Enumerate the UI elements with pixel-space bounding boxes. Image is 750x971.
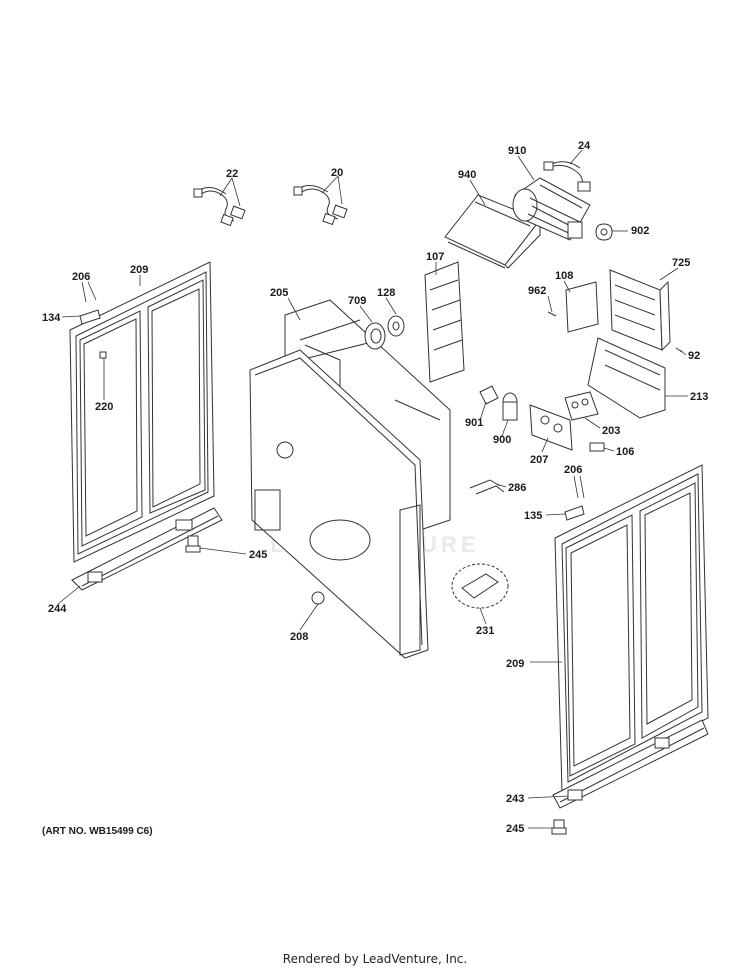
capacitor-901 xyxy=(479,385,499,405)
label-209-right: 209 xyxy=(506,658,524,670)
label-910: 910 xyxy=(508,145,526,157)
label-206-right: 206 xyxy=(564,464,582,476)
label-900: 900 xyxy=(493,434,511,446)
label-206-left: 206 xyxy=(72,271,90,283)
clips-286 xyxy=(469,479,505,495)
label-725: 725 xyxy=(672,257,690,269)
convection-fan-910 xyxy=(512,177,591,241)
label-962: 962 xyxy=(528,285,546,297)
label-205: 205 xyxy=(270,287,288,299)
bracket-207 xyxy=(529,404,573,451)
label-245-bottom: 245 xyxy=(506,823,524,835)
capacitor-900 xyxy=(502,392,518,421)
label-22: 22 xyxy=(226,168,238,180)
leader-lines xyxy=(57,149,688,829)
label-108: 108 xyxy=(555,270,573,282)
label-203: 203 xyxy=(602,425,620,437)
washer-128 xyxy=(387,315,405,337)
label-209-left: 209 xyxy=(130,264,148,276)
label-20: 20 xyxy=(331,167,343,179)
label-902: 902 xyxy=(631,225,649,237)
label-134: 134 xyxy=(42,312,61,324)
label-220: 220 xyxy=(95,401,113,413)
label-207: 207 xyxy=(530,454,548,466)
terminal-block-203 xyxy=(564,391,599,421)
footer-credit: Rendered by LeadVenture, Inc. xyxy=(282,952,468,966)
label-128: 128 xyxy=(377,287,395,299)
label-106: 106 xyxy=(616,446,634,458)
label-940: 940 xyxy=(458,169,476,181)
label-243: 243 xyxy=(506,793,524,805)
part-labels: 22 20 910 24 940 902 206 209 134 220 205… xyxy=(42,140,708,835)
thermostat-902 xyxy=(595,223,613,241)
rear-cover-208 xyxy=(249,349,429,659)
switch-106 xyxy=(589,442,605,452)
bracket-135 xyxy=(564,505,585,521)
wire-harness-20 xyxy=(293,185,348,226)
side-panel-left xyxy=(69,261,215,563)
label-244: 244 xyxy=(48,603,67,615)
bracket-134 xyxy=(79,309,101,325)
label-213: 213 xyxy=(690,391,708,403)
label-135: 135 xyxy=(524,510,542,522)
label-208: 208 xyxy=(290,631,308,643)
label-92: 92 xyxy=(688,350,700,362)
label-901: 901 xyxy=(465,417,483,429)
relay-board-108 xyxy=(565,281,599,333)
bracket-231 xyxy=(451,563,509,609)
label-245-left: 245 xyxy=(249,549,267,561)
leveling-leg-245-bottom xyxy=(551,819,567,835)
wire-harness-24 xyxy=(543,161,591,192)
control-board-107 xyxy=(424,261,465,383)
bracket-725 xyxy=(609,269,671,352)
cover-213 xyxy=(587,337,666,419)
screw-962 xyxy=(547,311,557,317)
side-panel-right xyxy=(554,464,709,793)
label-24: 24 xyxy=(578,140,591,152)
leveling-leg-245-left xyxy=(185,535,201,553)
bottom-rail-243 xyxy=(552,719,709,809)
wire-harness-22 xyxy=(193,187,246,227)
grommet-709 xyxy=(364,322,386,350)
label-286: 286 xyxy=(508,482,526,494)
label-709: 709 xyxy=(348,295,366,307)
art-number: (ART NO. WB15499 C6) xyxy=(42,826,153,837)
label-107: 107 xyxy=(426,251,444,263)
label-231: 231 xyxy=(476,625,494,637)
